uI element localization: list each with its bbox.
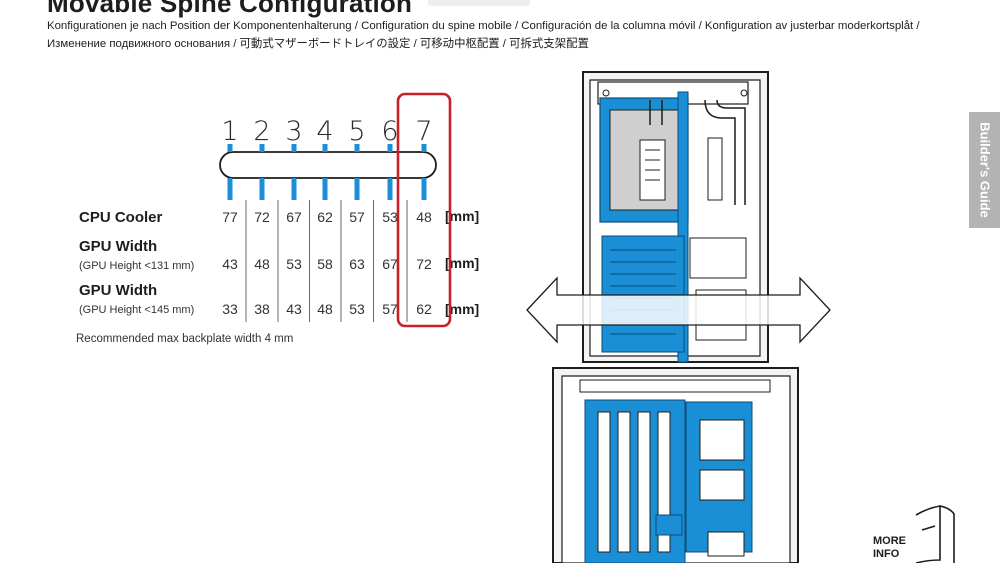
unit-label-gpu-131: [mm] [445, 255, 479, 271]
table-cell: 53 [286, 256, 302, 272]
table-cell: 58 [317, 256, 333, 272]
table-cell: 62 [416, 301, 432, 317]
position-number-1: 1 [221, 116, 238, 147]
spine-slot-3-top [291, 144, 297, 152]
builders-guide-tab[interactable]: Builder's Guide [969, 112, 1000, 228]
spine-slot-4-bottom [322, 178, 328, 200]
table-cell: 67 [286, 209, 302, 225]
spine-slot-5-bottom [354, 178, 360, 200]
row-sublabel-gpu-height-131: (GPU Height <131 mm) [79, 260, 194, 272]
table-cell: 77 [222, 209, 238, 225]
unit-label-gpu-145: [mm] [445, 301, 479, 317]
spine-slot-3-bottom [291, 178, 297, 200]
table-cell: 43 [286, 301, 302, 317]
position-number-2: 2 [253, 116, 270, 147]
table-cell: 48 [317, 301, 333, 317]
table-cell: 43 [222, 256, 238, 272]
table-cell: 57 [382, 301, 398, 317]
position-number-5: 5 [348, 116, 365, 147]
row-label-gpu-width-145: GPU Width [79, 282, 157, 299]
row-label-cpu-cooler: CPU Cooler [79, 209, 163, 226]
spine-slot-2-bottom [259, 178, 265, 200]
movable-spine [677, 91, 689, 363]
table-cell: 62 [317, 209, 333, 225]
title-tab-decoration [428, 0, 530, 6]
backplate-note: Recommended max backplate width 4 mm [76, 333, 293, 345]
builders-guide-label: Builder's Guide [977, 122, 992, 218]
spine-slot-6-top [387, 144, 393, 152]
position-number-4: 4 [316, 116, 333, 147]
table-cell: 63 [349, 256, 365, 272]
position-number-7: 7 [415, 116, 432, 147]
more-info-label[interactable]: MORE INFO [873, 535, 906, 561]
more-info-line-2: INFO [873, 548, 900, 560]
spine-slot-1-bottom [227, 178, 233, 200]
row-label-gpu-width-131: GPU Width [79, 238, 157, 255]
table-cell: 48 [416, 209, 432, 225]
row-sublabel-gpu-height-145: (GPU Height <145 mm) [79, 304, 194, 316]
spine-slot-5-top [354, 144, 360, 152]
more-info-line-1: MORE [873, 535, 906, 547]
table-cell: 57 [349, 209, 365, 225]
subtitle-line-1: Konfigurationen je nach Position der Kom… [47, 20, 920, 32]
spine-slot-4-top [322, 144, 328, 152]
spine-slot-6-bottom [387, 178, 393, 200]
subtitle-line-2: Изменение подвижного основания / 可動式マザーボ… [47, 38, 589, 50]
position-number-6: 6 [381, 116, 398, 147]
spine-slot-7-top [421, 144, 427, 152]
table-cell: 38 [254, 301, 270, 317]
gpu-block [601, 235, 685, 353]
table-cells: 77 72 67 62 57 53 48 43 48 53 58 63 67 72 33 38 43 48 53 57… [222, 200, 432, 322]
position-number-3: 3 [285, 116, 302, 147]
table-cell: 33 [222, 301, 238, 317]
spine-slot-2-top [259, 144, 265, 152]
double-arrow-icon [526, 276, 831, 344]
unit-label-cpu: [mm] [445, 208, 479, 224]
highlight-box-position-7 [396, 92, 452, 328]
table-cell: 67 [382, 256, 398, 272]
table-cell: 72 [254, 209, 270, 225]
table-cell: 53 [382, 209, 398, 225]
book-icon [915, 505, 955, 563]
spine-slot-1-top [227, 144, 233, 152]
page-title: Movable Spine Configuration [47, 0, 413, 18]
spine-slot-7-bottom [421, 178, 427, 200]
table-cell: 72 [416, 256, 432, 272]
table-cell: 48 [254, 256, 270, 272]
case-illustration [526, 71, 831, 563]
table-cell: 53 [349, 301, 365, 317]
spine-rail [219, 151, 437, 179]
